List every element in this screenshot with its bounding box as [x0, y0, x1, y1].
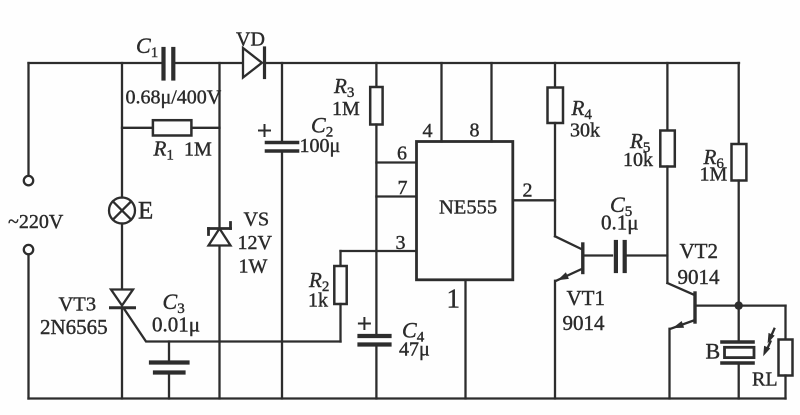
- svg-text:1k: 1k: [308, 290, 328, 312]
- svg-text:1M: 1M: [700, 164, 728, 186]
- svg-text:NE555: NE555: [439, 197, 497, 219]
- svg-text:6: 6: [397, 143, 407, 165]
- svg-text:E: E: [138, 198, 153, 225]
- svg-text:9014: 9014: [678, 265, 721, 289]
- svg-text:2: 2: [523, 180, 533, 202]
- svg-text:0.68μ/400V: 0.68μ/400V: [126, 87, 222, 109]
- svg-text:VT2: VT2: [680, 239, 719, 263]
- svg-text:30k: 30k: [570, 120, 600, 142]
- svg-text:8: 8: [470, 120, 480, 142]
- svg-text:R1: R1: [153, 137, 174, 164]
- svg-text:7: 7: [398, 177, 408, 199]
- svg-text:100μ: 100μ: [300, 135, 341, 157]
- svg-text:R3: R3: [333, 74, 354, 101]
- svg-text:47μ: 47μ: [399, 339, 430, 361]
- svg-text:4: 4: [423, 120, 433, 142]
- svg-text:2N6565: 2N6565: [40, 315, 108, 339]
- svg-text:1M: 1M: [332, 98, 360, 120]
- svg-text:0.1μ: 0.1μ: [601, 211, 639, 235]
- svg-text:9014: 9014: [563, 311, 606, 335]
- svg-text:VT3: VT3: [59, 294, 97, 316]
- svg-text:3: 3: [396, 232, 406, 254]
- svg-text:1: 1: [447, 284, 461, 314]
- svg-text:VS: VS: [244, 209, 270, 231]
- svg-text:1M: 1M: [184, 139, 212, 161]
- svg-text:RL: RL: [752, 369, 778, 391]
- svg-text:12V: 12V: [238, 232, 273, 254]
- svg-text:VD: VD: [236, 29, 265, 51]
- svg-text:B: B: [706, 339, 721, 364]
- svg-text:~220V: ~220V: [8, 211, 64, 233]
- svg-text:10k: 10k: [623, 149, 653, 171]
- svg-text:0.01μ: 0.01μ: [152, 313, 200, 337]
- svg-text:C1: C1: [136, 33, 158, 61]
- svg-text:VT1: VT1: [567, 286, 606, 310]
- svg-text:1W: 1W: [239, 256, 268, 278]
